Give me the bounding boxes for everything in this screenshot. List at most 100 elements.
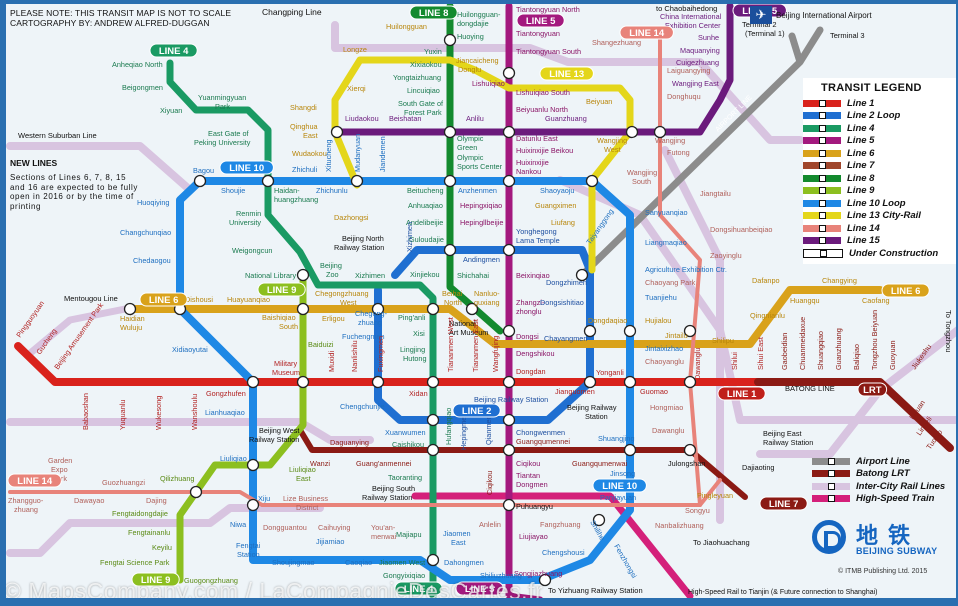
station-label[interactable]: Weigongcun [232,246,272,255]
station-label[interactable]: Babaoshan [81,393,90,430]
station-label[interactable]: Fengtaidongdajie [112,509,168,518]
station-label[interactable]: Railway Station [362,493,412,502]
line-badge[interactable]: LINE 9 [257,282,306,297]
interchange-station[interactable] [371,375,385,389]
station-label[interactable]: East Gate of [208,129,250,138]
interchange-station[interactable] [502,125,516,139]
station-label[interactable]: East [451,538,466,547]
interchange-station[interactable] [502,66,516,80]
station-label[interactable]: Railway Station [334,243,384,252]
station-label[interactable]: Guloudajie [409,235,444,244]
station-label[interactable]: Changying [822,276,857,285]
station-label[interactable]: Tiantongyuan North [516,5,580,14]
station-label[interactable]: Huilongguan- [457,10,501,19]
station-label[interactable]: Wanshoulu [190,394,199,430]
station-label[interactable]: Chengshousi [542,548,585,557]
station-label[interactable]: Tiananmen East [471,319,480,372]
interchange-station[interactable] [502,375,516,389]
station-label[interactable]: You'an- [371,523,396,532]
station-label[interactable]: Shichahai [457,271,489,280]
station-label[interactable]: Pingguoyuan [14,299,46,339]
interchange-station[interactable] [246,458,260,472]
station-label[interactable]: East [303,131,318,140]
station-label[interactable]: Guang'anmennei [356,459,412,468]
station-label[interactable]: Dongguantou [263,523,307,532]
line-10[interactable] [176,177,634,584]
station-label[interactable]: Beishatan [389,114,421,123]
station-label[interactable]: Shoujie [221,186,245,195]
station-label[interactable]: Tiananmen West [446,317,455,372]
station-label[interactable]: Liujiayao [519,532,548,541]
station-label[interactable]: Dajiaoting [742,463,774,472]
station-label[interactable]: Chaoyanglu [645,357,684,366]
interchange-station[interactable] [426,553,440,567]
station-label[interactable]: Jinsong [610,469,635,478]
station-label[interactable]: Jijiamiao [316,537,344,546]
station-label[interactable]: Yonganli [596,368,624,377]
station-label[interactable]: Wudaokou [292,149,327,158]
station-label[interactable]: Guoyuan [888,340,897,370]
line-badge[interactable]: LINE 14 [619,25,674,40]
station-label[interactable]: Beiyuan [586,97,612,106]
interchange-station[interactable] [623,375,637,389]
station-label[interactable]: Songjiazhuang [514,569,562,578]
line-badge[interactable]: LINE 7 [759,496,808,511]
station-label[interactable]: Taoranting [388,473,422,482]
station-label[interactable]: Dongzhimen [546,278,587,287]
station-label[interactable]: Liudaokou [345,114,379,123]
station-label[interactable]: Lianhuaqiao [205,408,245,417]
station-label[interactable]: Dafanpo [752,276,780,285]
station-label[interactable]: Wangjing East [672,79,719,88]
station-label[interactable]: Xixiaokou [410,60,442,69]
station-label[interactable]: Tiantongyuan South [516,47,581,56]
station-label[interactable]: Anheqiao North [112,60,163,69]
station-label[interactable]: Tuanjiehu [645,293,677,302]
station-label[interactable]: Shangdi [290,103,317,112]
station-label[interactable]: Wangfujing [491,336,500,372]
station-label[interactable]: Renmin [236,209,261,218]
line-badge[interactable]: LINE 13 [539,66,594,81]
station-label[interactable]: Shangezhuang [592,38,641,47]
station-label[interactable]: Hepingmen [459,413,468,450]
station-label[interactable]: Laiguangying [667,66,710,75]
station-label[interactable]: Dazhongsi [334,213,369,222]
line-4[interactable] [166,59,437,600]
station-label[interactable]: Sports Center [457,162,503,171]
station-label[interactable]: Station [585,412,608,421]
line-14-east[interactable] [658,26,702,507]
station-label[interactable]: Ciqikou [485,471,494,495]
station-label[interactable]: Olympic [457,153,484,162]
station-label[interactable]: Caishikou [392,440,424,449]
station-label[interactable]: Yuanmingyuan [198,93,246,102]
station-label[interactable]: Garden [48,456,72,465]
station-label[interactable]: Hufangqiao [444,408,453,445]
station-label[interactable]: Dajing [146,496,167,505]
station-label[interactable]: Andingmen [463,255,500,264]
station-label[interactable]: Muxidi [327,351,336,372]
station-label[interactable]: Huilongguan [386,22,427,31]
station-label[interactable]: Beijing Railway [567,403,617,412]
station-label[interactable]: Dongdan [516,367,546,376]
station-label[interactable]: Liufang [551,218,575,227]
station-label[interactable]: Hujialou [645,316,671,325]
station-label[interactable]: Jiaomen [443,529,471,538]
station-label[interactable]: Haidan- [274,186,300,195]
station-label[interactable]: West [340,298,357,307]
line-badge[interactable]: LRT [857,382,888,397]
station-label[interactable]: Dawanglu [652,426,684,435]
station-label[interactable]: Jintaixizhao [645,344,683,353]
line-badge[interactable]: LINE 5 [516,13,565,28]
station-label[interactable]: Longze [343,45,367,54]
station-label[interactable]: Wuluju [120,323,142,332]
interchange-station[interactable] [683,324,697,338]
station-label[interactable]: Yuquanlu [118,400,127,430]
interchange-station[interactable] [296,268,310,282]
station-label[interactable]: Pingleyuan [697,491,733,500]
interchange-station[interactable] [502,443,516,457]
station-label[interactable]: Andelibeijie [406,218,443,227]
interchange-station[interactable] [443,125,457,139]
line-6[interactable] [126,286,884,348]
station-label[interactable]: Hutong [403,354,427,363]
station-label[interactable]: Zhichunlu [316,186,348,195]
station-label[interactable]: Dongsihuanbeiqiao [710,225,772,234]
